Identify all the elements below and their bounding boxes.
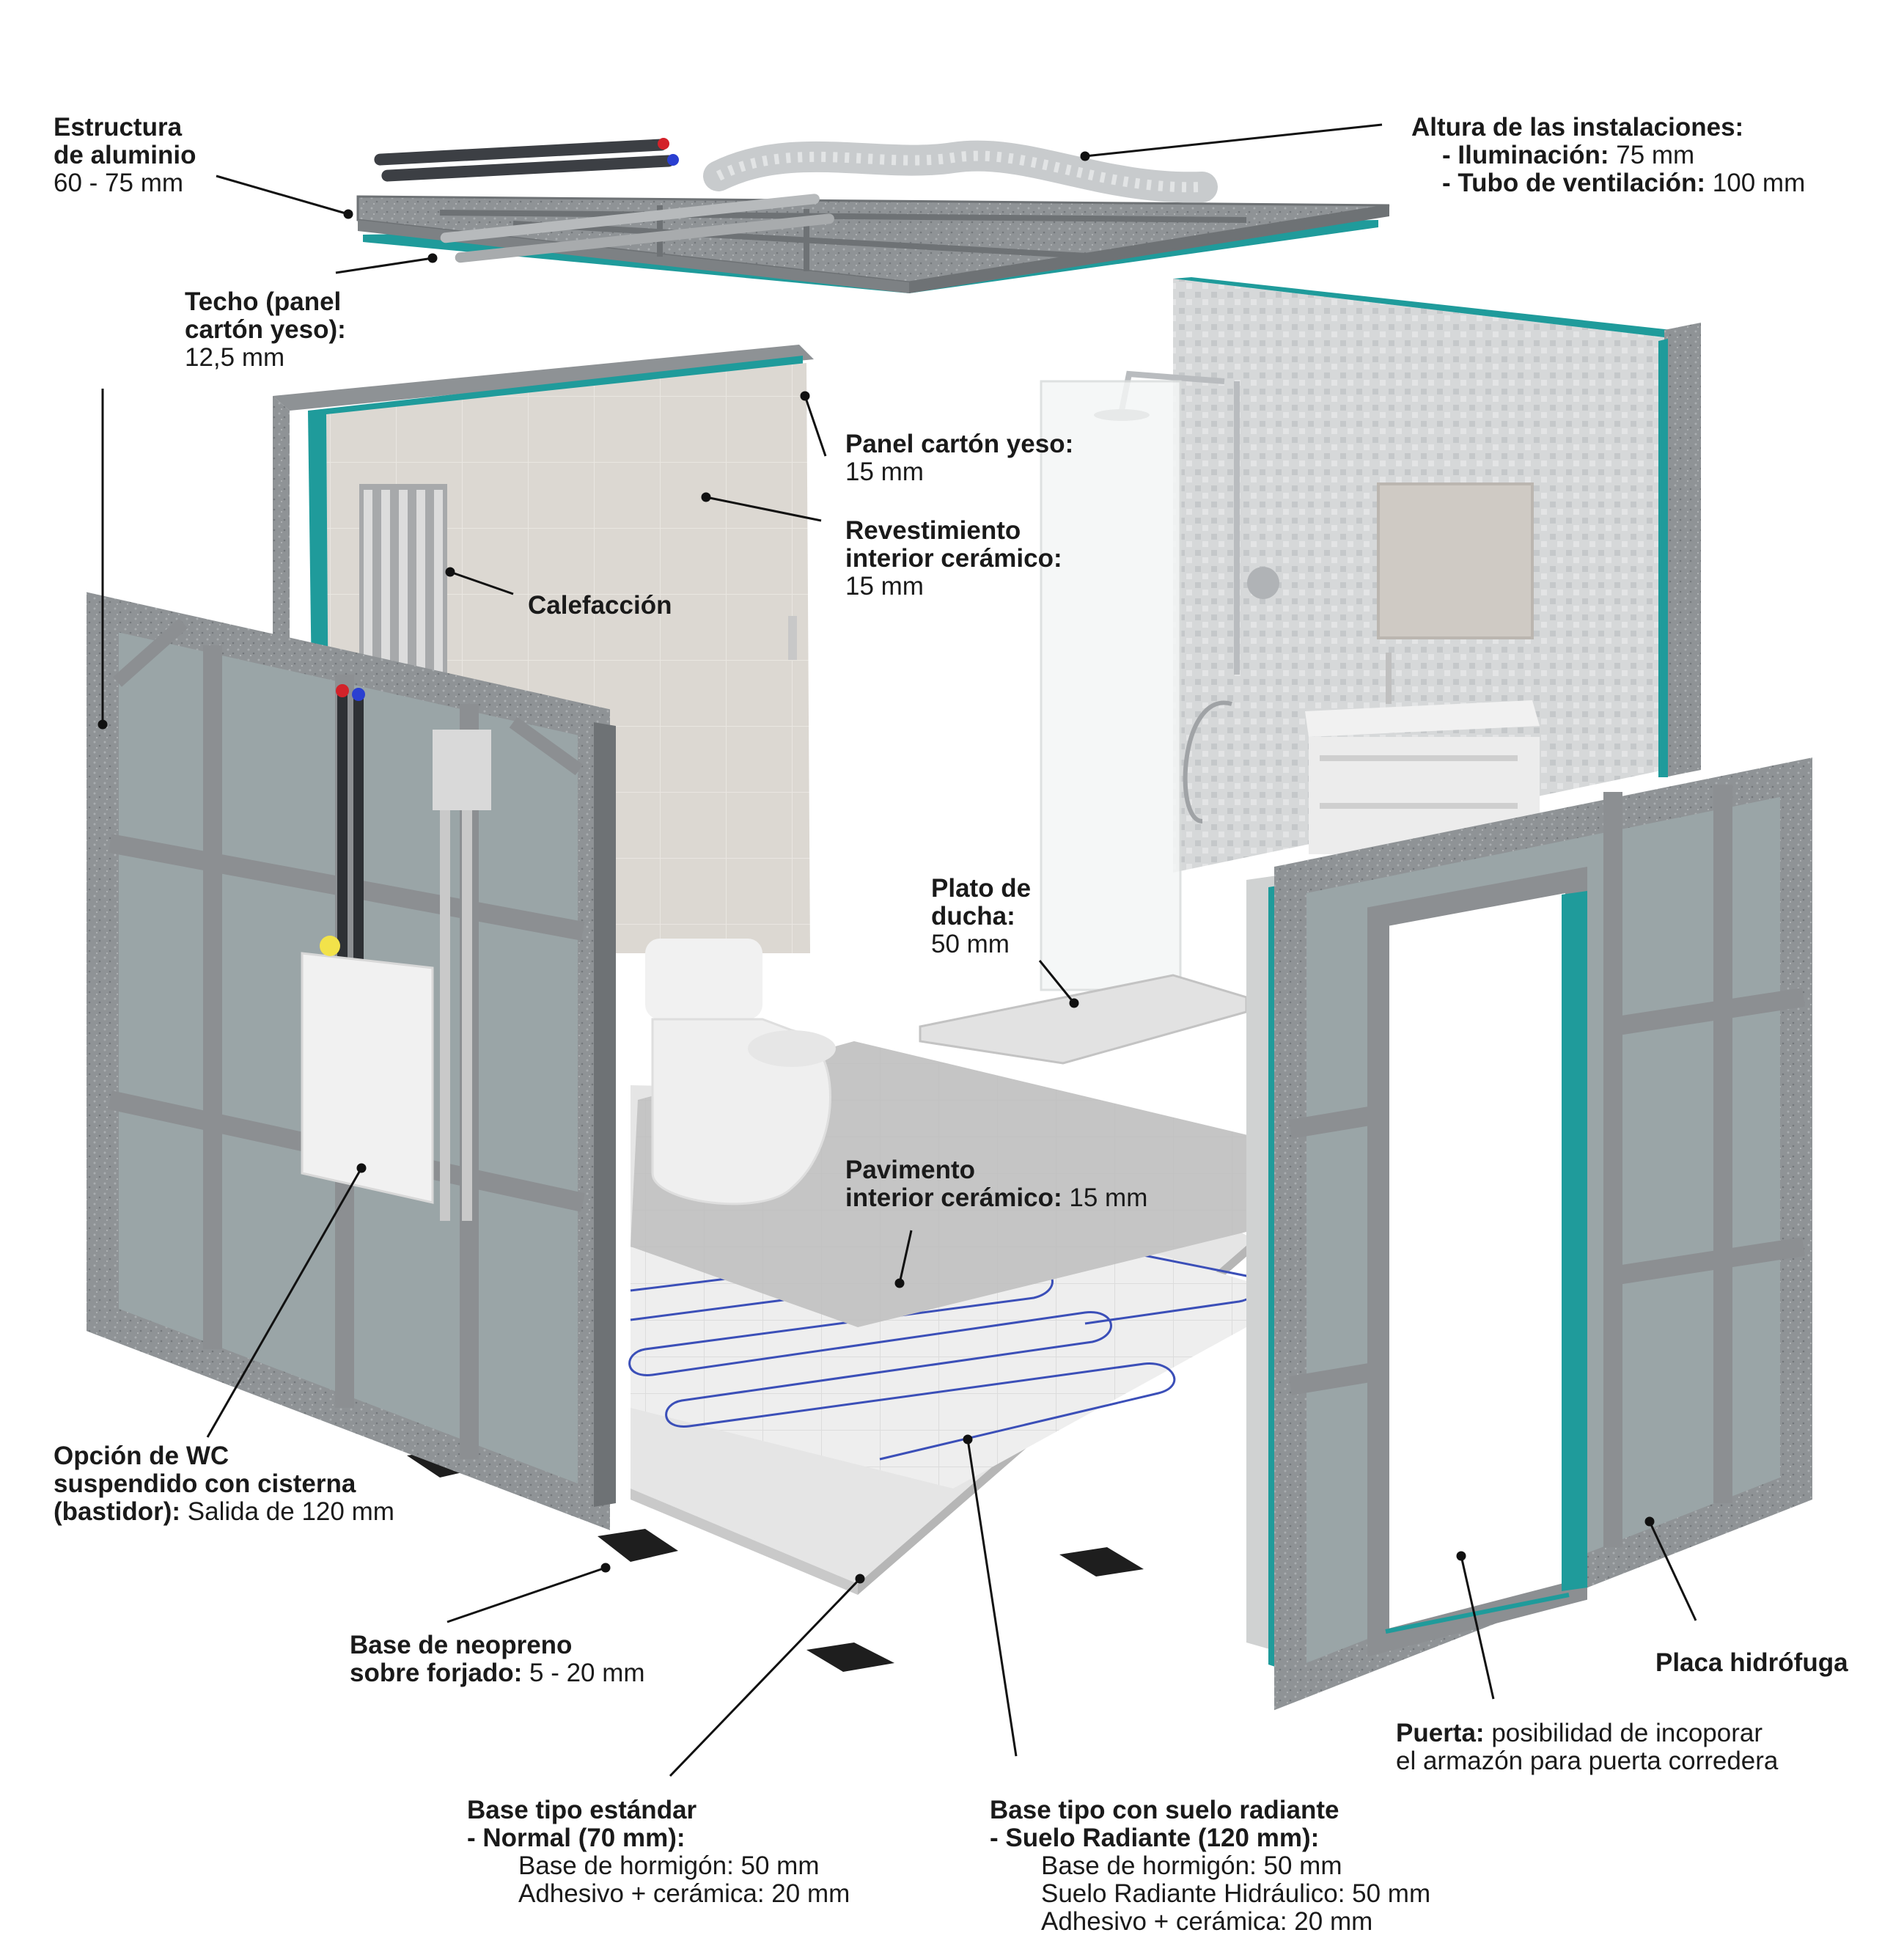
floor-stack xyxy=(628,939,1258,1595)
estructura-title-1: Estructura xyxy=(54,113,183,142)
label-base-estandar: Base tipo estándar - Normal (70 mm): Bas… xyxy=(467,1796,850,1908)
radiante-item1: Base de hormigón: 50 mm xyxy=(1041,1851,1342,1880)
radiante-sub: - Suelo Radiante (120 mm): xyxy=(990,1824,1320,1852)
water-pipe-1 xyxy=(374,139,667,166)
front-right-wall xyxy=(1246,757,1812,1711)
leader-estandar xyxy=(669,1577,861,1777)
conduit-2 xyxy=(455,213,834,263)
puerta-value: posibilidad de incoporar xyxy=(1484,1719,1763,1747)
neopreno-title-1: Base de neopreno xyxy=(350,1631,573,1659)
ventilation-duct xyxy=(703,140,1218,203)
right-back-wall-frame xyxy=(1664,323,1701,777)
label-techo: Techo (panel cartón yeso): 12,5 mm xyxy=(185,288,346,372)
neoprene-pad xyxy=(1059,1547,1144,1577)
water-pipe-2 xyxy=(381,155,675,182)
altura-item1-value: 75 mm xyxy=(1609,141,1695,169)
techo-title-2: cartón yeso): xyxy=(185,315,346,344)
glass-shower-screen xyxy=(1040,380,1182,991)
label-neopreno: Base de neopreno sobre forjado: 5 - 20 m… xyxy=(350,1631,645,1687)
altura-title: Altura de las instalaciones: xyxy=(1411,113,1744,142)
leader-altura xyxy=(1084,123,1383,158)
front-left-wall xyxy=(87,592,616,1530)
pavimento-value: 15 mm xyxy=(1062,1183,1148,1212)
leader-estructura xyxy=(216,175,349,216)
leader-puerta xyxy=(1460,1555,1495,1700)
estandar-item2: Adhesivo + cerámica: 20 mm xyxy=(518,1879,850,1908)
label-panel-carton-yeso: Panel cartón yeso: 15 mm xyxy=(845,430,1073,486)
revestimiento-title-1: Revestimiento xyxy=(845,516,1021,545)
leader-techo xyxy=(335,257,433,274)
puerta-value-2: el armazón para puerta corredera xyxy=(1396,1747,1779,1775)
label-base-radiante: Base tipo con suelo radiante - Suelo Rad… xyxy=(990,1796,1430,1936)
neoprene-pad xyxy=(806,1642,894,1672)
wc-value: Salida de 120 mm xyxy=(180,1497,394,1526)
label-wc: Opción de WC suspendido con cisterna (ba… xyxy=(54,1442,394,1526)
altura-item2-value: 100 mm xyxy=(1705,169,1806,197)
label-placa-hidrofuga: Placa hidrófuga xyxy=(1655,1649,1848,1677)
leader-placa xyxy=(1648,1521,1697,1621)
revestimiento-title-2: interior cerámico: xyxy=(845,544,1062,573)
altura-item1-label: - Iluminación: xyxy=(1442,141,1609,169)
panel-value: 15 mm xyxy=(845,458,924,486)
back-wall-frame xyxy=(273,396,290,660)
label-pavimento: Pavimento interior cerámico: 15 mm xyxy=(845,1156,1147,1212)
calefaccion-title: Calefacción xyxy=(528,591,672,620)
label-plato-ducha: Plato de ducha: 50 mm xyxy=(931,875,1031,958)
label-revestimiento: Revestimiento interior cerámico: 15 mm xyxy=(845,517,1062,601)
techo-value: 12,5 mm xyxy=(185,343,285,372)
conduit-1 xyxy=(440,194,820,243)
leader-wc xyxy=(206,1167,363,1438)
leader-calefaccion xyxy=(449,570,514,595)
techo-title-1: Techo (panel xyxy=(185,287,342,316)
panel-title: Panel cartón yeso: xyxy=(845,430,1074,458)
pavimento-title-1: Pavimento xyxy=(845,1156,975,1184)
bathroom-mirror xyxy=(1377,482,1534,639)
plato-title-1: Plato de xyxy=(931,874,1032,903)
label-calefaccion: Calefacción xyxy=(528,592,672,620)
estandar-item1: Base de hormigón: 50 mm xyxy=(518,1851,820,1880)
door-opening xyxy=(1367,866,1587,1657)
wc-frame-cistern xyxy=(301,684,491,1221)
leader-plato xyxy=(1038,960,1076,1004)
neopreno-title-2: sobre forjado: xyxy=(350,1659,523,1687)
toilet xyxy=(645,939,836,1205)
neopreno-value: 5 - 20 mm xyxy=(522,1659,645,1687)
plato-value: 50 mm xyxy=(931,930,1010,958)
label-altura-instalaciones: Altura de las instalaciones: - Iluminaci… xyxy=(1411,114,1805,197)
estandar-title: Base tipo estándar xyxy=(467,1796,697,1824)
leader-pavimento xyxy=(898,1230,913,1284)
leader-lines xyxy=(98,123,1697,1777)
altura-item2-label: - Tubo de ventilación: xyxy=(1442,169,1706,197)
revestimiento-value: 15 mm xyxy=(845,572,924,601)
soap-holder xyxy=(788,616,797,660)
ceiling-assembly xyxy=(356,138,1390,293)
estructura-title-2: de aluminio xyxy=(54,141,196,169)
puerta-title: Puerta: xyxy=(1396,1719,1485,1747)
cistern-tank xyxy=(301,952,434,1204)
radiante-item2: Suelo Radiante Hidráulico: 50 mm xyxy=(1041,1879,1431,1908)
radiante-title: Base tipo con suelo radiante xyxy=(990,1796,1339,1824)
label-estructura: Estructura de aluminio 60 - 75 mm xyxy=(54,114,196,197)
estandar-sub: - Normal (70 mm): xyxy=(467,1824,685,1852)
estructura-value: 60 - 75 mm xyxy=(54,169,183,197)
leader-neopreno xyxy=(446,1566,606,1623)
plato-title-2: ducha: xyxy=(931,902,1015,931)
placa-title: Placa hidrófuga xyxy=(1655,1648,1848,1677)
wc-title-2: suspendido con cisterna xyxy=(54,1469,356,1498)
label-puerta: Puerta: posibilidad de incoporar el arma… xyxy=(1396,1719,1778,1775)
leader-panel xyxy=(804,395,827,457)
wc-title-1: Opción de WC xyxy=(54,1442,229,1470)
neoprene-pad xyxy=(598,1529,678,1562)
back-right-wall xyxy=(1040,277,1701,991)
wc-title-3: (bastidor): xyxy=(54,1497,181,1526)
pavimento-title-2: interior cerámico: xyxy=(845,1183,1062,1212)
front-right-wall-frame xyxy=(1274,757,1812,1711)
leader-revestimiento xyxy=(705,496,822,522)
radiante-item3: Adhesivo + cerámica: 20 mm xyxy=(1041,1907,1373,1936)
leader-radiante xyxy=(966,1439,1018,1757)
